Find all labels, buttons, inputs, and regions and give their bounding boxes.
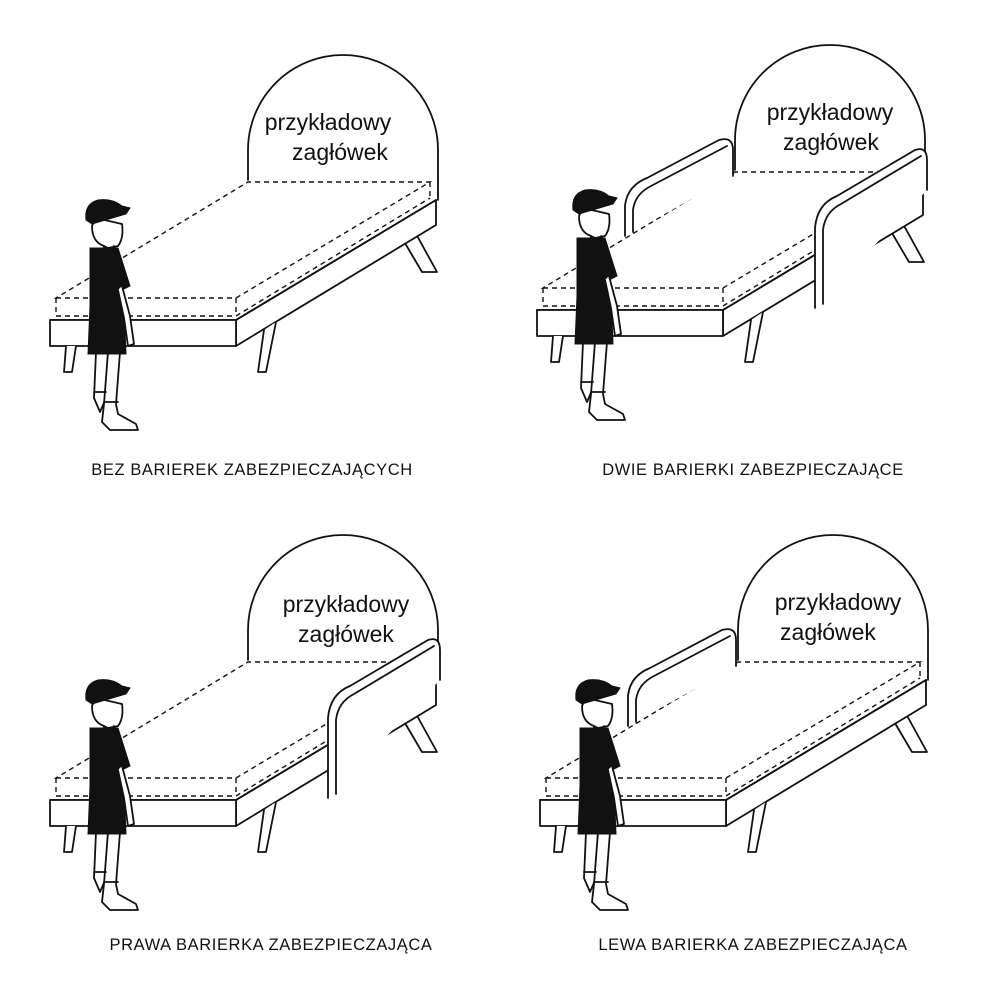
panel-caption: DWIE BARIERKI ZABEZPIECZAJĄCE <box>602 461 904 479</box>
child-figure <box>85 679 139 911</box>
headboard-label-line2: zagłówek <box>292 139 388 165</box>
child-cap <box>85 199 131 225</box>
mattress-sides <box>545 662 921 796</box>
child-head <box>578 207 611 239</box>
mattress-bottom-edge <box>546 677 921 797</box>
child-shorts <box>577 785 617 835</box>
panel-no-rails: przykładowy zagłówek BEZ BARIEREK ZABEZP… <box>49 54 439 479</box>
child-figure <box>575 679 629 911</box>
bed-frame-front <box>539 799 727 827</box>
bed-leg-front-right <box>747 801 767 853</box>
bed-leg-back <box>888 221 925 263</box>
child-neck <box>103 245 115 253</box>
child-head <box>91 697 124 729</box>
bed-leg-front-right <box>744 311 764 363</box>
rail-right-outline <box>814 148 928 309</box>
safety-rail-left <box>627 628 737 727</box>
mattress-bottom-edge <box>56 677 431 797</box>
bed-leg-front-left <box>63 825 77 853</box>
mattress-bottom-edge <box>543 187 918 307</box>
safety-rail-left <box>624 138 734 237</box>
bed-leg-back <box>401 231 438 273</box>
child-leg-front <box>591 831 629 911</box>
bed-illustration <box>49 54 439 431</box>
child-socks <box>583 871 609 883</box>
headboard-arch <box>737 534 929 681</box>
safety-rail-right <box>814 148 928 309</box>
bed-leg-back <box>401 711 438 753</box>
bed-frame-side <box>725 679 927 827</box>
child-shorts <box>87 305 127 355</box>
child-leg-front <box>101 351 139 431</box>
bed-leg-back <box>891 711 928 753</box>
headboard-label-line1: przykładowy <box>265 109 392 135</box>
bed-frame-front <box>536 309 724 337</box>
child-neck <box>593 725 605 733</box>
rail-left-outline <box>627 628 737 727</box>
headboard-label-line2: zagłówek <box>783 129 879 155</box>
child-leg-front <box>588 341 626 421</box>
child-cap <box>575 679 621 705</box>
bed-leg-front-left <box>550 335 564 363</box>
headboard-label-line1: przykładowy <box>283 591 410 617</box>
panel-left-rail: przykładowy zagłówek LEWA BARIERKA ZABEZ… <box>539 534 929 954</box>
child-shorts <box>87 785 127 835</box>
panel-two-rails: przykładowy zagłówek DWIE BARIERKI ZABEZ… <box>536 44 928 479</box>
rail-left-inner <box>632 145 728 233</box>
headboard-label-line2: zagłówek <box>298 621 394 647</box>
child-cap <box>572 189 618 215</box>
bed-leg-front-left <box>63 345 77 373</box>
panel-caption: PRAWA BARIERKA ZABEZPIECZAJĄCA <box>109 936 432 954</box>
child-arm <box>117 285 135 347</box>
headboard-label-line1: przykładowy <box>767 99 894 125</box>
child-cap <box>85 679 131 705</box>
rail-left-inner <box>635 635 731 723</box>
child-neck <box>590 235 602 243</box>
panel-caption: BEZ BARIEREK ZABEZPIECZAJĄCYCH <box>91 461 412 479</box>
child-figure <box>85 199 139 431</box>
headboard-label-line1: przykładowy <box>775 589 902 615</box>
child-figure <box>572 189 626 421</box>
child-leg-front <box>101 831 139 911</box>
mattress-sides <box>55 182 431 316</box>
bed-leg-front-left <box>553 825 567 853</box>
child-head <box>581 697 614 729</box>
rail-right-inner <box>335 645 435 795</box>
headboard-arch <box>734 44 926 191</box>
bed-frame-side <box>235 199 437 347</box>
child-socks <box>93 391 119 403</box>
headboard-label-line2: zagłówek <box>780 619 876 645</box>
child-socks <box>93 871 119 883</box>
panel-caption: LEWA BARIERKA ZABEZPIECZAJĄCA <box>598 936 907 954</box>
mattress-bottom-edge <box>56 197 431 317</box>
child-arm <box>604 275 622 337</box>
child-socks <box>580 381 606 393</box>
child-arm <box>607 765 625 827</box>
panel-right-rail: przykładowy zagłówek PRAWA BARIERKA ZABE… <box>49 534 441 954</box>
child-neck <box>103 725 115 733</box>
bed-leg-front-right <box>257 321 277 373</box>
child-shorts <box>574 295 614 345</box>
rail-right-outline <box>327 638 441 799</box>
bed-frame-front <box>49 319 237 347</box>
bed-illustration <box>539 534 929 911</box>
bed-leg-front-right <box>257 801 277 853</box>
safety-rail-right <box>327 638 441 799</box>
headboard-arch <box>247 534 439 681</box>
child-arm <box>117 765 135 827</box>
rail-right-inner <box>822 155 922 305</box>
child-head <box>91 217 124 249</box>
rail-left-outline <box>624 138 734 237</box>
headboard-arch <box>247 54 439 201</box>
bed-frame-front <box>49 799 237 827</box>
